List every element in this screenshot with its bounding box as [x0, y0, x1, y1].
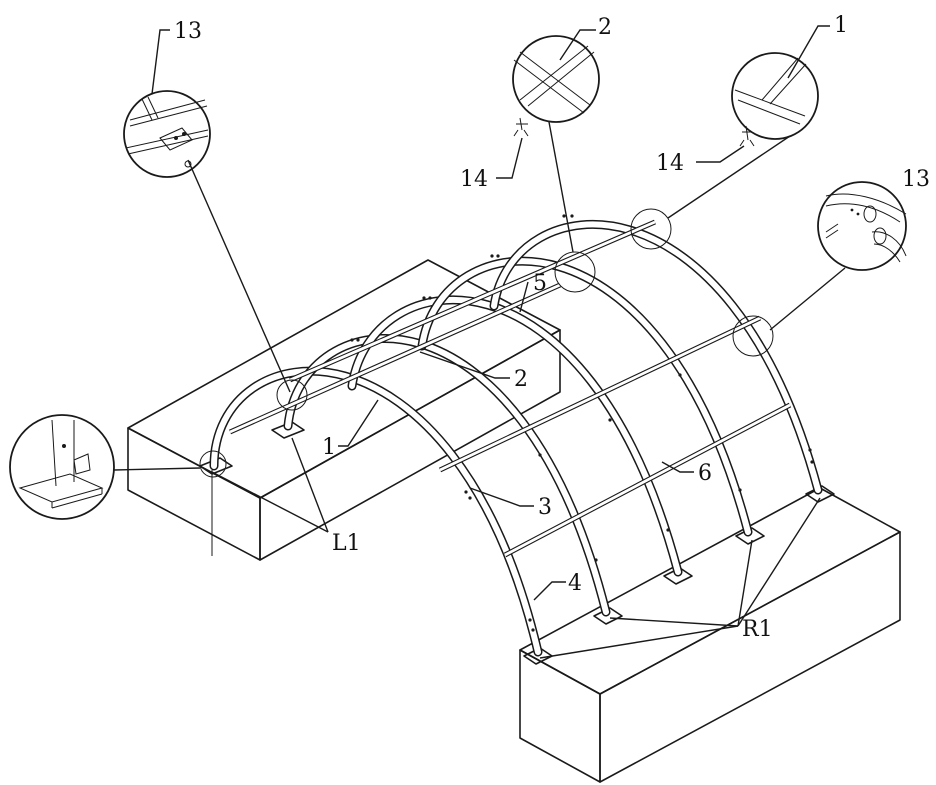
label-3: 3: [538, 495, 552, 520]
rivets: [350, 214, 814, 632]
label-14-right: 14: [656, 151, 684, 176]
label-1-mid: 1: [322, 435, 336, 460]
labels: 13 2 1 14 14 13 5 2 1 6 3 4 L1 R1: [174, 13, 930, 642]
label-1-top: 1: [834, 13, 848, 38]
label-2-mid: 2: [514, 367, 528, 392]
tie-bars: [228, 219, 792, 558]
callout-base-foot: [9, 414, 115, 520]
detail-markers: [199, 208, 774, 478]
label-13-right: 13: [902, 167, 930, 192]
label-2-top: 2: [598, 15, 612, 40]
callout-cross-joint: [512, 35, 600, 123]
label-14-left: 14: [460, 167, 488, 192]
callout-bracket-detail: [123, 90, 211, 178]
label-R1: R1: [742, 617, 773, 642]
fastener-14-right: [739, 125, 755, 147]
base-plates: [199, 421, 835, 665]
callout-pipe-join: [817, 181, 907, 271]
leader-lines: [113, 25, 846, 659]
label-6: 6: [698, 461, 712, 486]
right-base-block: [519, 487, 901, 783]
callout-tee-joint: [731, 52, 819, 140]
label-L1: L1: [332, 531, 361, 556]
fastener-14-left: [513, 117, 529, 137]
label-13-top: 13: [174, 19, 202, 44]
label-5: 5: [533, 271, 547, 296]
label-4: 4: [568, 571, 582, 596]
arch-ribs: [209, 219, 823, 657]
